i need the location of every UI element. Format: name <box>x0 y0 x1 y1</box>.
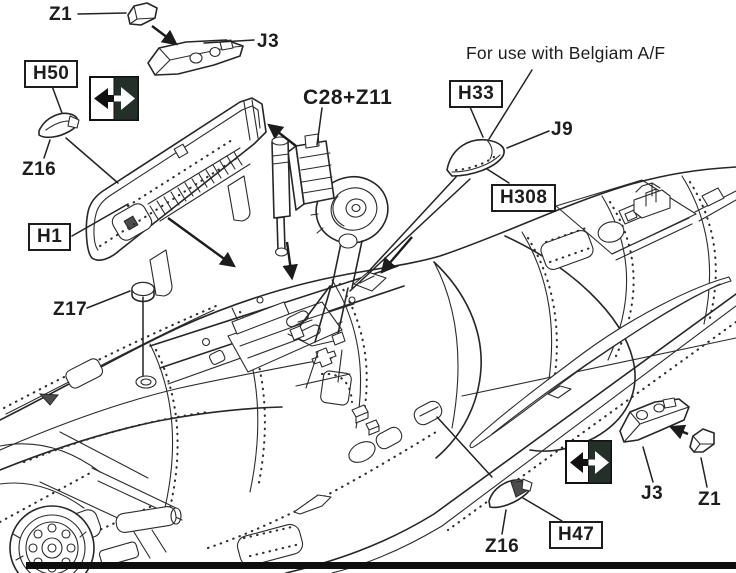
label-z16-top: Z16 <box>22 159 57 180</box>
spoked-wheel <box>10 506 94 573</box>
label-h1: H1 <box>28 223 72 251</box>
label-z17: Z17 <box>53 299 88 320</box>
part-j3-bottom <box>620 398 689 442</box>
gear-bay-interior <box>150 266 445 514</box>
page-edge-bar <box>26 562 736 569</box>
label-belgian-note: For use with Belgiam A/F <box>466 43 666 63</box>
leader-lines <box>44 13 707 534</box>
label-j3-top: J3 <box>257 31 280 52</box>
symmetry-icon-bottom <box>566 441 611 483</box>
part-z16-bottom <box>489 479 532 507</box>
part-z16-top <box>39 113 79 137</box>
label-h50: H50 <box>24 60 79 88</box>
label-z16-bottom: Z16 <box>485 536 520 557</box>
label-j3-bottom: J3 <box>641 483 664 504</box>
part-z17-disc <box>132 283 156 389</box>
label-h47: H47 <box>549 521 604 549</box>
part-z1-bottom <box>690 429 714 452</box>
symmetry-icon-top <box>90 77 138 120</box>
label-c28-z11: C28+Z11 <box>303 86 393 109</box>
label-j9: J9 <box>551 119 574 140</box>
label-z1-top: Z1 <box>49 4 73 25</box>
label-h33: H33 <box>449 80 504 108</box>
placement-arrows <box>152 26 688 440</box>
part-c28-z11-ladder <box>288 134 334 210</box>
part-j3-top <box>148 40 243 75</box>
part-headrest <box>447 140 504 176</box>
label-z1-bottom: Z1 <box>698 489 722 510</box>
rear-deck-details <box>539 180 696 272</box>
part-shock-strut <box>272 137 290 256</box>
part-spine-bracket <box>354 272 386 291</box>
label-h308: H308 <box>491 184 557 212</box>
part-z1-top <box>128 3 157 25</box>
cockpit-sidewall-part <box>86 98 266 296</box>
